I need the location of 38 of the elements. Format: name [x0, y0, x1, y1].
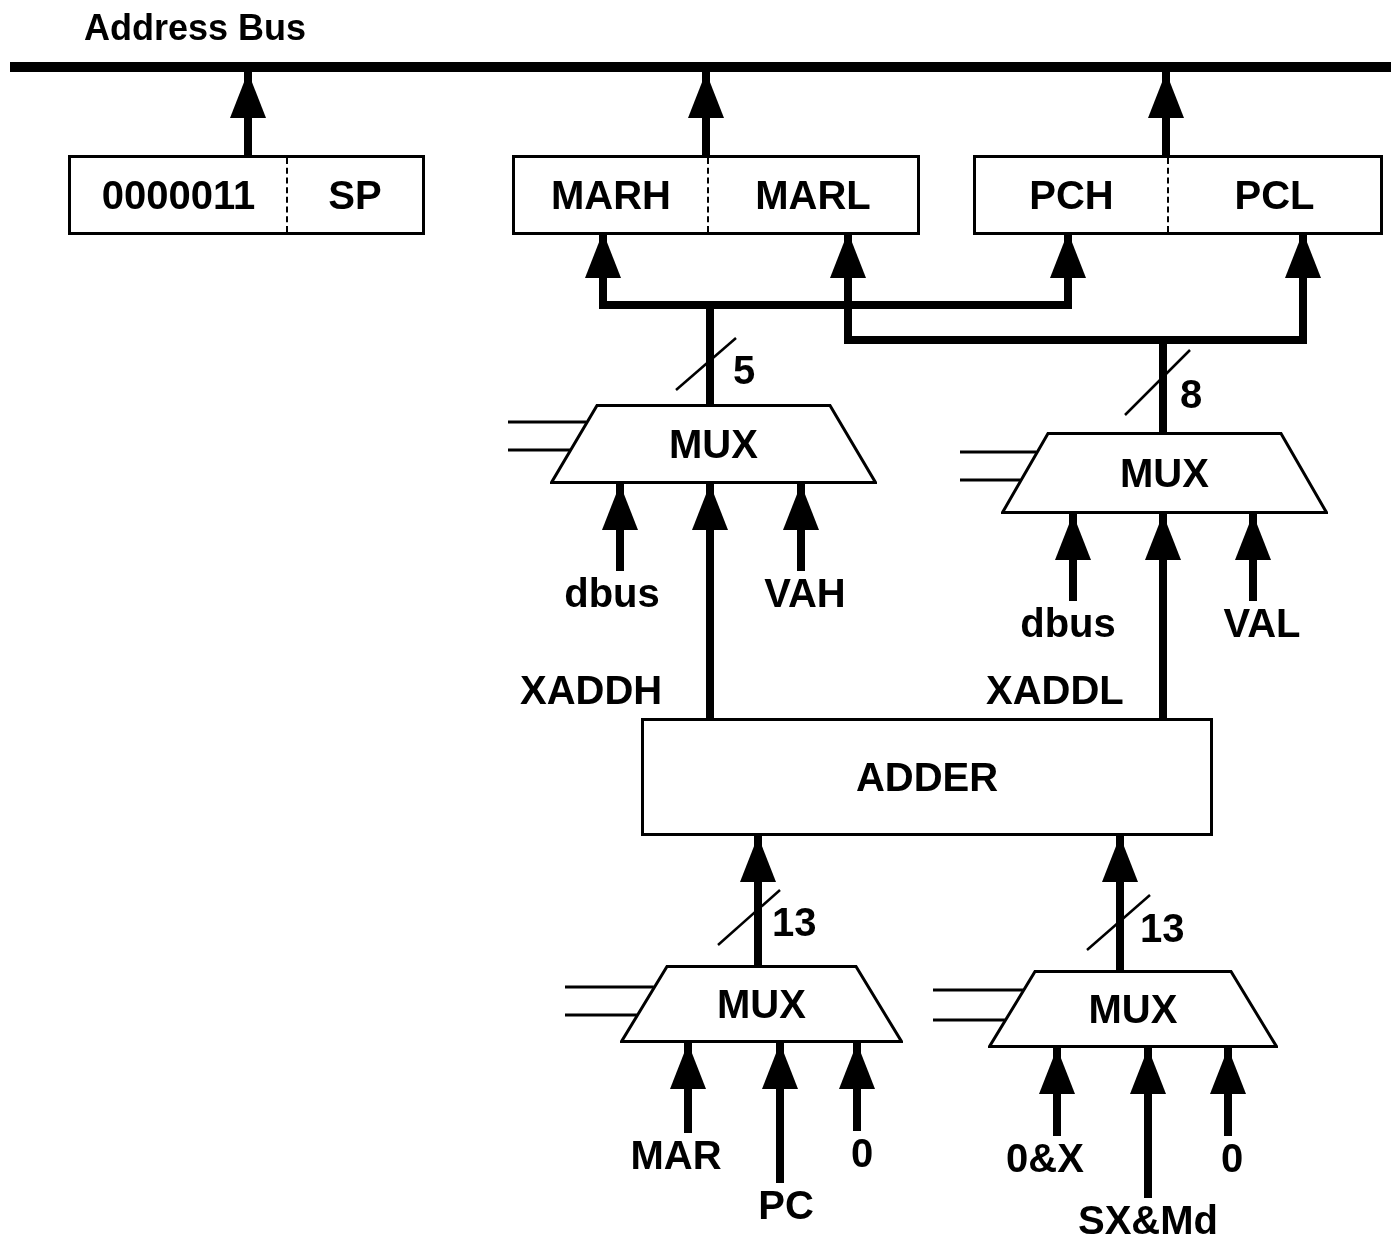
control-line [565, 985, 654, 989]
register-box [512, 155, 920, 235]
register-field: MARH [515, 158, 709, 232]
control-line [960, 450, 1037, 454]
register-field: 0000011 [71, 158, 288, 232]
control-line [933, 1018, 1005, 1022]
register-box [973, 155, 1383, 235]
control-line [960, 478, 1021, 482]
mux-trapezoid: MUX [620, 965, 903, 1043]
mux-trapezoid: MUX [550, 404, 877, 484]
signal-label: 0 [1202, 1136, 1262, 1180]
register-field: PCH [976, 158, 1169, 232]
signal-label: VAL [1202, 601, 1322, 645]
arrow [230, 72, 266, 155]
control-line [508, 420, 587, 424]
signal-label: 0 [832, 1131, 892, 1175]
signal-label: 0&X [985, 1136, 1105, 1180]
mux-trapezoid: MUX [1001, 432, 1328, 514]
signal-label: dbus [552, 571, 672, 615]
signal-label: SX&Md [1063, 1198, 1233, 1242]
mux-trapezoid: MUX [988, 970, 1278, 1048]
arrow [688, 72, 724, 155]
register-field: SP [288, 158, 422, 232]
arrow [1145, 514, 1181, 718]
arrow [692, 484, 728, 718]
control-line [933, 988, 1023, 992]
register-field: MARL [709, 158, 917, 232]
signal-label: MAR [616, 1133, 736, 1177]
adder-box: ADDER [641, 718, 1213, 836]
signal-label: PC [726, 1183, 846, 1227]
control-line [508, 448, 570, 452]
arrow [1148, 72, 1184, 155]
signal-label: dbus [1008, 601, 1128, 645]
signal-label: VAH [745, 571, 865, 615]
register-field: PCL [1169, 158, 1380, 232]
control-line [565, 1013, 637, 1017]
bus-title: Address Bus [84, 6, 307, 50]
register-box [68, 155, 425, 235]
